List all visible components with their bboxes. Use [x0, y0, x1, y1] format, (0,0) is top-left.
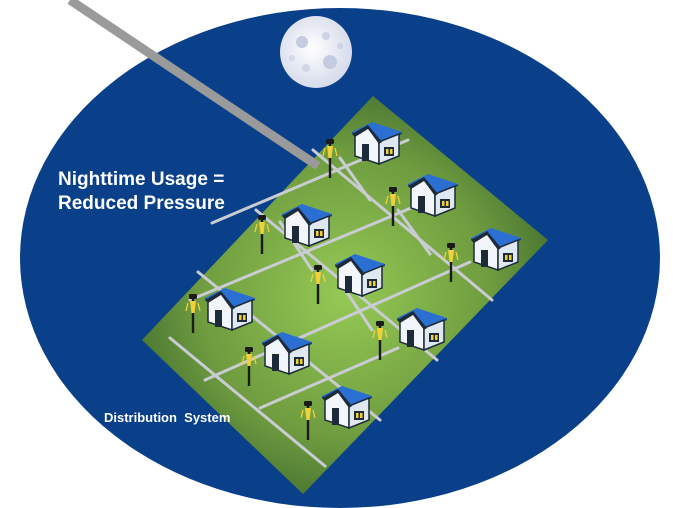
moon-icon: [280, 16, 352, 88]
water-main-pipe: [67, 0, 321, 170]
usage-line-1: Nighttime Usage =: [58, 169, 225, 190]
usage-line-2: Reduced Pressure: [58, 193, 225, 214]
distribution-system-label: Distribution System: [104, 410, 231, 425]
nighttime-usage-label: Nighttime Usage = Reduced Pressure: [58, 168, 288, 216]
